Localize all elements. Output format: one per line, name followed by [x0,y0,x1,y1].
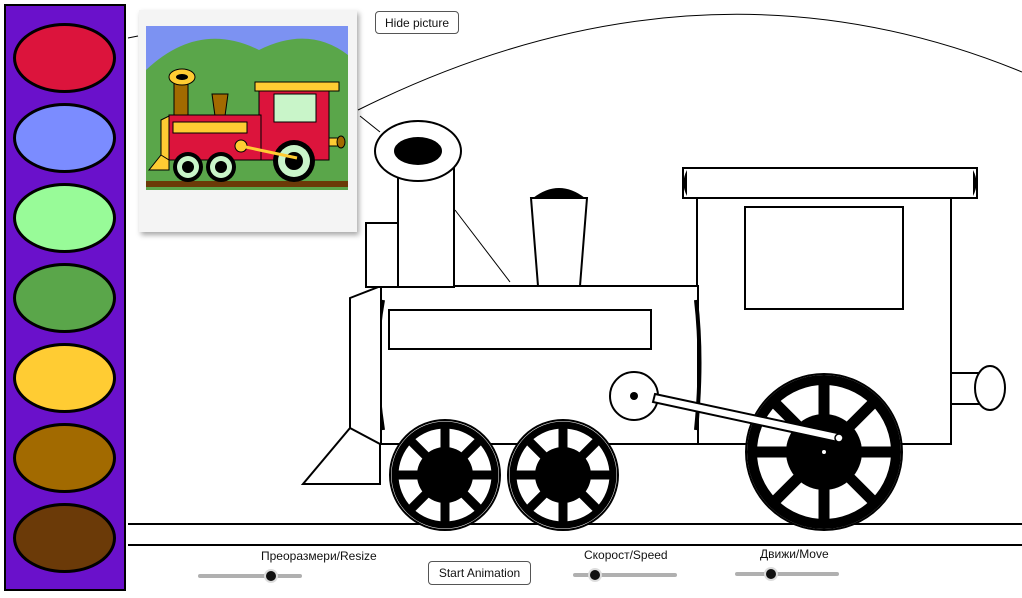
front-wheel-2 [507,419,619,531]
speed-slider-label: Скорост/Speed [584,548,668,562]
swatch-green[interactable] [13,263,116,333]
resize-slider-thumb[interactable] [264,569,278,583]
resize-slider-label: Преоразмери/Resize [261,549,377,563]
swatch-ochre[interactable] [13,423,116,493]
front-wheel-1 [389,419,501,531]
front-post [365,222,399,288]
cowcatcher [300,426,381,485]
boiler-stripe [388,309,652,350]
hide-picture-button[interactable]: Hide picture [375,11,459,34]
steam-dome [529,197,589,287]
swatch-red[interactable] [13,23,116,93]
speed-slider[interactable] [573,573,677,577]
move-slider-thumb[interactable] [764,567,778,581]
swatch-brown[interactable] [13,503,116,573]
drive-wheel-large [745,373,903,531]
move-slider[interactable] [735,572,839,576]
front-plate [349,284,382,445]
resize-slider[interactable] [198,574,302,578]
smokestack [397,161,455,288]
swatch-blue[interactable] [13,103,116,173]
cab-window [744,206,904,310]
hill-outline [357,13,1022,111]
cab-roof [682,167,978,199]
start-animation-button[interactable]: Start Animation [428,561,531,585]
move-slider-label: Движи/Move [760,547,829,561]
speed-slider-thumb[interactable] [588,568,602,582]
reference-picture [139,10,357,232]
color-palette [4,4,126,591]
swatch-yellow[interactable] [13,343,116,413]
swatch-light-green[interactable] [13,183,116,253]
